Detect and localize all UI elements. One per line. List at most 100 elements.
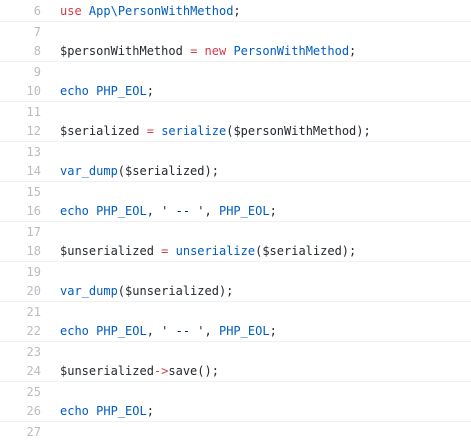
code-line[interactable]: 6 use App\PersonWithMethod;: [0, 2, 471, 22]
code-token: var_dump: [60, 284, 118, 298]
code-token: $unserialized: [60, 244, 154, 258]
code-text: use App\PersonWithMethod;: [60, 2, 241, 21]
code-token: [197, 44, 204, 58]
line-number: 24: [26, 364, 41, 378]
line-number: 10: [26, 84, 41, 98]
line-number: 25: [26, 385, 41, 399]
line-number: 23: [26, 345, 41, 359]
code-token: PHP_EOL: [96, 324, 147, 338]
code-text: $personWithMethod = new PersonWithMethod…: [60, 42, 356, 61]
code-token: new: [204, 44, 227, 58]
code-token: ,: [204, 324, 219, 338]
code-line[interactable]: 18 $unserialized = unserialize($serialize…: [0, 242, 471, 262]
code-token: echo: [60, 404, 89, 418]
code-token: serialize: [161, 124, 227, 138]
code-token: PersonWithMethod: [233, 44, 350, 58]
code-token: echo: [60, 84, 89, 98]
code-text: echo PHP_EOL, ' -- ', PHP_EOL;: [60, 202, 277, 221]
line-number: 9: [33, 65, 41, 79]
code-line[interactable]: 11: [0, 102, 471, 122]
code-token: ,: [146, 204, 162, 218]
line-number: 18: [26, 244, 41, 258]
code-text: $unserialized->save();: [60, 362, 219, 381]
line-number: 17: [26, 225, 41, 239]
code-token: use: [60, 4, 82, 18]
code-line[interactable]: 9: [0, 62, 471, 82]
code-token: ;: [269, 204, 277, 218]
code-token: echo: [60, 324, 89, 338]
code-token: [168, 244, 175, 258]
code-token: App\PersonWithMethod: [88, 4, 234, 18]
code-line[interactable]: 19: [0, 262, 471, 282]
code-text: echo PHP_EOL;: [60, 402, 154, 421]
line-number: 27: [26, 425, 41, 439]
line-number: 14: [26, 164, 41, 178]
code-line[interactable]: 14 var_dump($serialized);: [0, 162, 471, 182]
line-number: 19: [26, 265, 41, 279]
code-token: ;: [233, 4, 241, 18]
code-token: =: [190, 44, 198, 58]
code-token: $personWithMethod: [60, 44, 183, 58]
code-token: PHP_EOL: [218, 324, 270, 338]
code-token: ($personWithMethod);: [226, 124, 371, 138]
code-token: ;: [349, 44, 357, 58]
line-number: 8: [33, 44, 41, 58]
code-token: ,: [204, 204, 219, 218]
code-line[interactable]: 17: [0, 222, 471, 242]
code-text: $serialized = serialize($personWithMetho…: [60, 122, 371, 141]
code-token: =: [161, 244, 169, 258]
code-token: save();: [168, 364, 219, 378]
code-line[interactable]: 22 echo PHP_EOL, ' -- ', PHP_EOL;: [0, 322, 471, 342]
code-line[interactable]: 16 echo PHP_EOL, ' -- ', PHP_EOL;: [0, 202, 471, 222]
line-number: 12: [26, 124, 41, 138]
code-line[interactable]: 15: [0, 182, 471, 202]
line-number: 21: [26, 305, 41, 319]
code-line[interactable]: 25: [0, 382, 471, 402]
line-number: 6: [33, 4, 41, 18]
code-line[interactable]: 24 $unserialized->save();: [0, 362, 471, 382]
code-token: [139, 124, 146, 138]
code-token: PHP_EOL: [96, 404, 147, 418]
code-token: $unserialized: [60, 364, 154, 378]
code-text: echo PHP_EOL, ' -- ', PHP_EOL;: [60, 322, 277, 341]
code-token: PHP_EOL: [218, 204, 270, 218]
code-line[interactable]: 7: [0, 22, 471, 42]
code-token: unserialize: [175, 244, 256, 258]
code-token: ;: [146, 404, 154, 418]
line-number: 13: [26, 145, 41, 159]
code-token: [82, 4, 89, 18]
code-token: ($serialized);: [117, 164, 219, 178]
code-token: ,: [146, 324, 162, 338]
code-line[interactable]: 13: [0, 142, 471, 162]
code-token: ;: [146, 84, 154, 98]
code-line[interactable]: 23: [0, 342, 471, 362]
code-line[interactable]: 20 var_dump($unserialized);: [0, 282, 471, 302]
code-token: ($unserialized);: [117, 284, 234, 298]
code-token: =: [146, 124, 154, 138]
code-text: var_dump($unserialized);: [60, 282, 233, 301]
code-text: var_dump($serialized);: [60, 162, 219, 181]
code-text: $unserialized = unserialize($serialized)…: [60, 242, 356, 261]
line-number: 7: [33, 25, 41, 39]
code-line[interactable]: 26 echo PHP_EOL;: [0, 402, 471, 422]
code-line[interactable]: 21: [0, 302, 471, 322]
code-token: ->: [153, 364, 169, 378]
line-number: 15: [26, 185, 41, 199]
code-token: ' -- ': [161, 324, 205, 338]
line-number: 26: [26, 404, 41, 418]
code-token: PHP_EOL: [96, 204, 147, 218]
code-line[interactable]: 12 $serialized = serialize($personWithMet…: [0, 122, 471, 142]
code-line[interactable]: 8 $personWithMethod = new PersonWithMetho…: [0, 42, 471, 62]
line-number: 11: [26, 105, 41, 119]
line-number: 16: [26, 204, 41, 218]
code-token: ;: [269, 324, 277, 338]
code-line[interactable]: 10 echo PHP_EOL;: [0, 82, 471, 102]
code-line[interactable]: 27: [0, 422, 471, 442]
line-number: 22: [26, 324, 41, 338]
code-token: echo: [60, 204, 89, 218]
code-token: var_dump: [60, 164, 118, 178]
code-token: [183, 44, 190, 58]
line-number: 20: [26, 284, 41, 298]
code-token: PHP_EOL: [96, 84, 147, 98]
